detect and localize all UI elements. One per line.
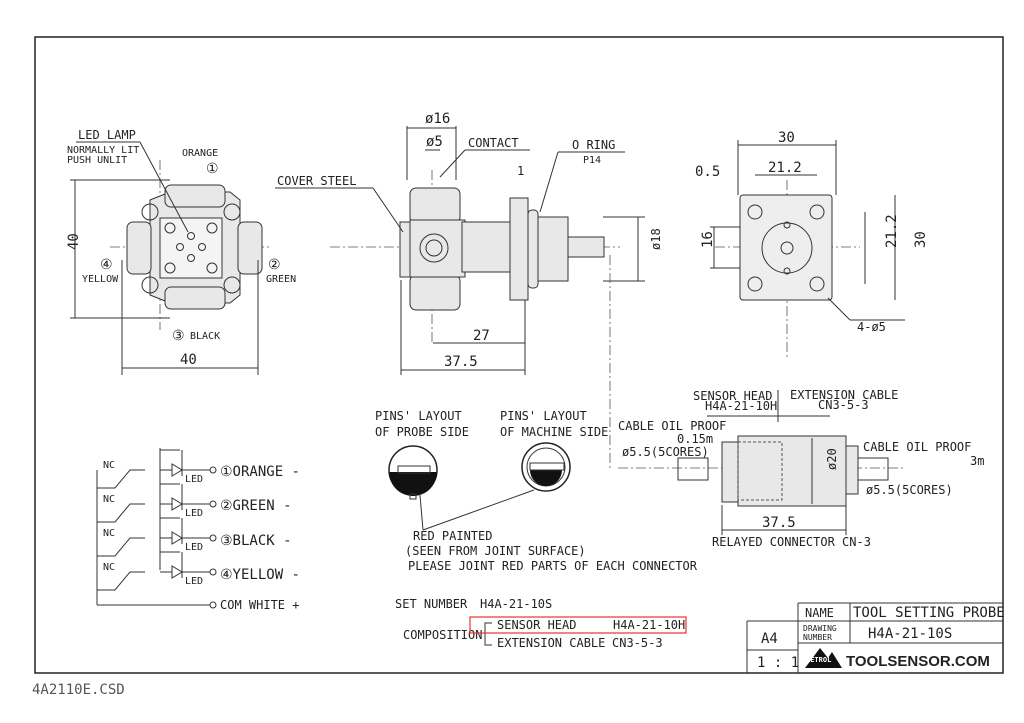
nc-label: NC [103,460,115,471]
cable-left-length: 0.15m [677,432,713,446]
red-painted-label: RED PAINTED [413,529,492,543]
dim-30-vertical: 30 [913,231,929,248]
sensor-head-highlight [469,616,687,634]
led-label: LED [185,542,203,553]
set-number: H4A-21-10S [480,597,552,611]
led-label: LED [185,508,203,519]
dim-1: 1 [517,164,524,178]
cable-left-diameter: ø5.5(5CORES) [622,445,709,459]
cable-left-oil-proof: CABLE OIL PROOF [618,419,726,433]
composition-item-name: SENSOR HEAD [497,618,576,632]
pin-2-marker: ② [268,257,281,273]
circuit-switch-led [97,551,210,591]
o-ring-label: O RING [572,138,615,152]
pins-layout: PINS' LAYOUT OF PROBE SIDE PINS' LAYOUT … [375,409,698,573]
file-name: 4A2110E.CSD [32,682,125,698]
terminal-icon [209,466,217,474]
terminal-icon [209,534,217,542]
dim-0-5: 0.5 [695,164,720,180]
dim-d18: ø18 [649,228,663,250]
terminal-icon [209,568,217,576]
composition-item-name: EXTENSION CABLE [497,636,605,650]
terminal-icon [209,500,217,508]
composition-label: COMPOSITION [403,628,482,642]
relayed-connector-label: RELAYED CONNECTOR CN-3 [712,535,871,549]
dim-37-5-connector: 37.5 [762,515,796,531]
dim-d16: ø16 [425,111,450,127]
nc-label: NC [103,562,115,573]
cable-right-oil-proof: CABLE OIL PROOF [863,440,971,454]
dim-height: 40 [66,233,82,250]
probe-side-title-2: OF PROBE SIDE [375,425,469,439]
sensor-head-label: SENSOR HEAD [693,389,772,403]
composition-item-code: CN3-5-3 [612,636,663,650]
push-unlit-label: PUSH UNLIT [67,155,127,166]
sensor-head-number: H4A-21-10H [705,399,777,413]
black-label: BLACK [190,331,220,342]
led-label: LED [185,474,203,485]
green-label: GREEN [266,274,296,285]
dim-d20: ø20 [825,448,839,470]
extension-cable-number: CN3-5-3 [818,398,869,412]
metrol-logo: METROL [805,648,842,668]
composition-item-code: H4A-21-10H [613,618,685,632]
cable-right-diameter: ø5.5(5CORES) [866,483,953,497]
name-label: NAME [805,606,834,620]
output-black: ③BLACK - [220,533,292,549]
cable-right-length: 3m [970,454,984,468]
circuit-switch-led [97,517,210,557]
circuit-diagram: NC NC NC NC LED LED LED LED ①ORANGE - ②G… [96,448,300,612]
com-white-label: COM WHITE + [220,598,299,612]
svg-text:METROL: METROL [806,656,831,664]
relayed-connector: SENSOR HEAD H4A-21-10H EXTENSION CABLE C… [618,388,984,549]
rear-view: 30 0.5 21.2 16 21.2 30 4-ø5 [695,130,929,360]
drawing-name: TOOL SETTING PROBE [853,605,1005,621]
yellow-label: YELLOW [82,274,119,285]
dim-37-5: 37.5 [444,354,478,370]
pin-4-marker: ④ [100,257,113,273]
circuit-switch-led [97,449,210,489]
dim-27: 27 [473,328,490,344]
drawing-border [34,36,1004,674]
website-label: TOOLSENSOR.COM [846,653,990,670]
holes-label: 4-ø5 [857,320,886,334]
dim-30: 30 [778,130,795,146]
dim-d5: ø5 [426,134,443,150]
led-lamp-label: LED LAMP [78,128,136,142]
output-orange: ①ORANGE - [220,464,300,480]
please-joint-note: PLEASE JOINT RED PARTS OF EACH CONNECTOR [408,559,698,573]
machine-side-title-2: OF MACHINE SIDE [500,425,608,439]
paper-size: A4 [761,631,778,647]
dim-21-2: 21.2 [768,160,802,176]
contact-label: CONTACT [468,136,519,150]
nc-label: NC [103,528,115,539]
machine-side-title-1: PINS' LAYOUT [500,409,587,423]
dim-16: 16 [700,231,716,248]
output-yellow: ④YELLOW - [220,567,300,583]
set-composition: SET NUMBER H4A-21-10S COMPOSITION SENSOR… [395,597,687,650]
drawing-number: H4A-21-10S [868,626,952,642]
output-green: ②GREEN - [220,498,292,514]
cover-steel-label: COVER STEEL [277,174,356,188]
title-block: NAME TOOL SETTING PROBE DRAWING NUMBER H… [746,602,1005,673]
side-view: ø16 ø5 CONTACT O RING P14 1 COVER STEEL … [275,111,663,470]
normally-lit-label: NORMALLY LIT [67,145,139,156]
extension-cable-label: EXTENSION CABLE [790,388,898,402]
set-number-label: SET NUMBER [395,597,468,611]
front-view: LED LAMP NORMALLY LIT PUSH UNLIT ORANGE … [66,128,296,375]
p14-label: P14 [583,155,601,166]
pin-3-marker: ③ [172,328,185,344]
nc-label: NC [103,494,115,505]
drawing-number-label: DRAWING [803,624,837,633]
drawing-number-label: NUMBER [803,633,832,642]
orange-label: ORANGE [182,148,218,159]
scale: 1 : 1 [757,655,799,671]
circuit-switch-led [97,483,210,523]
seen-from-label: (SEEN FROM JOINT SURFACE) [405,544,586,558]
dim-21-2-vertical: 21.2 [884,214,900,248]
pin-1-marker: ① [206,161,219,177]
probe-side-title-1: PINS' LAYOUT [375,409,462,423]
led-label: LED [185,576,203,587]
dim-width: 40 [180,352,197,368]
